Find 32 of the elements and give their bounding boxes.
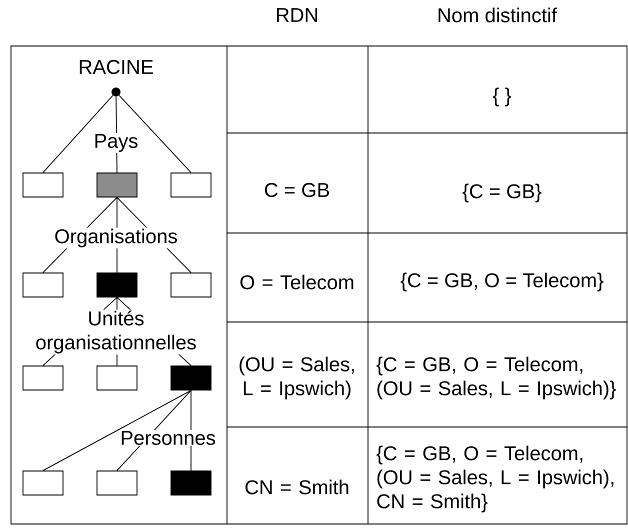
- root-dot: [112, 88, 120, 96]
- cell-text: CN = Smith: [246, 480, 348, 494]
- tree-box: [96, 272, 138, 298]
- tree-box: [22, 272, 64, 298]
- tree-box: [22, 172, 64, 198]
- tree-box: [170, 366, 212, 390]
- root-label: RACINE: [80, 60, 153, 74]
- tree-line: [118, 95, 192, 173]
- cell-text: { }: [492, 88, 512, 106]
- tree-box: [96, 470, 138, 496]
- tree-box: [170, 172, 212, 198]
- tree-box: [96, 172, 138, 198]
- tree-line: [42, 95, 114, 173]
- level-label: Organisations: [53, 228, 179, 248]
- tree-box: [170, 470, 212, 496]
- tree-box: [170, 272, 212, 298]
- level-label: Unités organisationnelles: [32, 310, 200, 354]
- level-label: Pays: [92, 133, 140, 153]
- level-label: Personnes: [119, 430, 217, 446]
- cell-text: C = GB: [264, 182, 329, 198]
- cell-text: (OU = Sales, L = Ipswich): [240, 356, 354, 400]
- column-header: Nom distinctif: [438, 8, 558, 22]
- tree-box: [96, 366, 138, 390]
- cell-text: {C = GB, O = Telecom, (OU = Sales, L = Ipswich), CN = Smith}: [376, 446, 614, 512]
- tree-box: [22, 470, 64, 496]
- column-header: RDN: [276, 8, 318, 22]
- cell-text: {C = GB, O = Telecom, (OU = Sales, L = Ipswich)}: [376, 356, 616, 400]
- cell-text: {C = GB}: [462, 184, 542, 202]
- tree-line: [42, 390, 192, 471]
- cell-text: O = Telecom: [240, 274, 354, 290]
- tree-box: [22, 366, 64, 390]
- cell-text: {C = GB, O = Telecom}: [400, 272, 604, 292]
